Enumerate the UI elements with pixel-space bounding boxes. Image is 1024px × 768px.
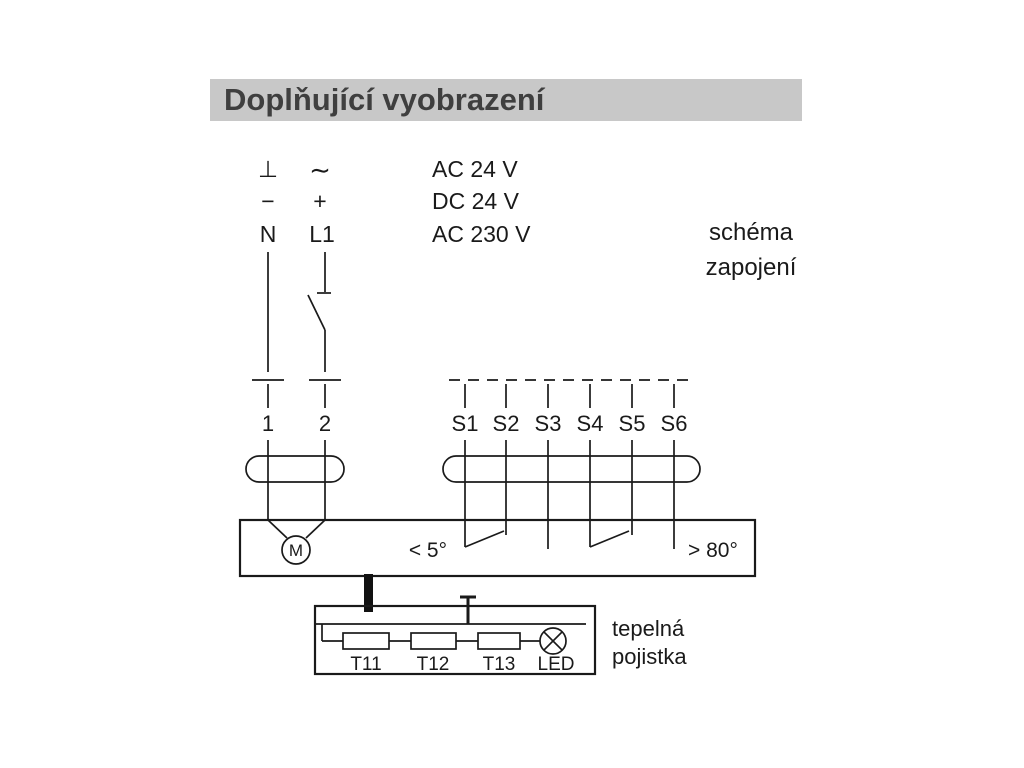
page-title: Doplňující vyobrazení xyxy=(224,82,546,117)
override-pin-icon xyxy=(460,595,476,624)
voltage-ac24: AC 24 V xyxy=(432,156,518,182)
motor-lead-2 xyxy=(305,519,326,539)
actuator-body xyxy=(238,518,757,578)
angle-low-label: < 5° xyxy=(409,539,447,562)
terminal-s1-label: S1 xyxy=(452,411,479,436)
ground-icon: ⊥ xyxy=(258,156,278,182)
fuse-unit-body xyxy=(313,604,597,676)
fuse-caption-line1: tepelná xyxy=(612,616,685,641)
aux-switch-2: > 80° xyxy=(589,520,738,562)
terminal-l1-label: L1 xyxy=(309,221,335,247)
terminal-labels: 1 2 S1 S2 S3 S4 S5 S6 xyxy=(262,411,688,436)
terminal-stubs xyxy=(267,384,675,408)
title-bar xyxy=(210,79,802,121)
voltage-ac230: AC 230 V xyxy=(432,221,531,247)
terminal-drops xyxy=(267,440,675,520)
terminal-1-label: 1 xyxy=(262,411,274,436)
fuse-caption: tepelná pojistka xyxy=(612,616,687,669)
aux1-blade-icon xyxy=(464,530,505,548)
ac-tilde-icon: ∼ xyxy=(309,155,331,185)
schematic-caption: schéma zapojení xyxy=(706,219,797,281)
voltage-dc24: DC 24 V xyxy=(432,188,520,214)
minus-icon: − xyxy=(261,188,274,214)
angle-high-label: > 80° xyxy=(688,539,738,562)
drive-shaft xyxy=(364,574,373,612)
motor-lead-1 xyxy=(267,519,288,539)
motor-circle xyxy=(281,535,311,565)
aux2-blade-icon xyxy=(589,530,630,548)
schematic-caption-line2: zapojení xyxy=(706,254,797,281)
terminal-2-label: 2 xyxy=(319,411,331,436)
terminal-s3-label: S3 xyxy=(535,411,562,436)
cable-sleeve-power xyxy=(245,455,345,483)
label-t12: T12 xyxy=(417,654,450,675)
label-t13: T13 xyxy=(483,654,516,675)
terminal-block-t13 xyxy=(477,632,521,650)
terminal-n-label: N xyxy=(260,221,277,247)
label-led: LED xyxy=(538,654,575,675)
motor-label: M xyxy=(289,541,303,560)
supply-wires xyxy=(267,252,331,372)
terminal-s6-label: S6 xyxy=(661,411,688,436)
terminal-block-t12 xyxy=(410,632,457,650)
terminal-s4-label: S4 xyxy=(577,411,604,436)
fuse-caption-line2: pojistka xyxy=(612,644,687,669)
fuse-component-labels: T11 T12 T13 LED xyxy=(350,654,574,675)
led-lamp-icon xyxy=(539,627,567,655)
cable-sleeve-aux xyxy=(442,455,701,483)
plus-icon: + xyxy=(313,188,326,214)
aux-switch-1: < 5° xyxy=(409,520,549,562)
power-legend: ⊥ ∼ AC 24 V − + DC 24 V N L1 AC 230 V xyxy=(258,155,531,247)
schematic-caption-line1: schéma xyxy=(709,219,794,246)
terminal-block-t11 xyxy=(342,632,390,650)
motor-icon: M xyxy=(267,519,326,565)
fuse-components xyxy=(342,627,567,655)
terminal-s2-label: S2 xyxy=(493,411,520,436)
led-cross-2 xyxy=(543,631,563,651)
terminal-s5-label: S5 xyxy=(619,411,646,436)
label-t11: T11 xyxy=(350,654,381,675)
l1-switch-blade-icon xyxy=(307,294,326,331)
